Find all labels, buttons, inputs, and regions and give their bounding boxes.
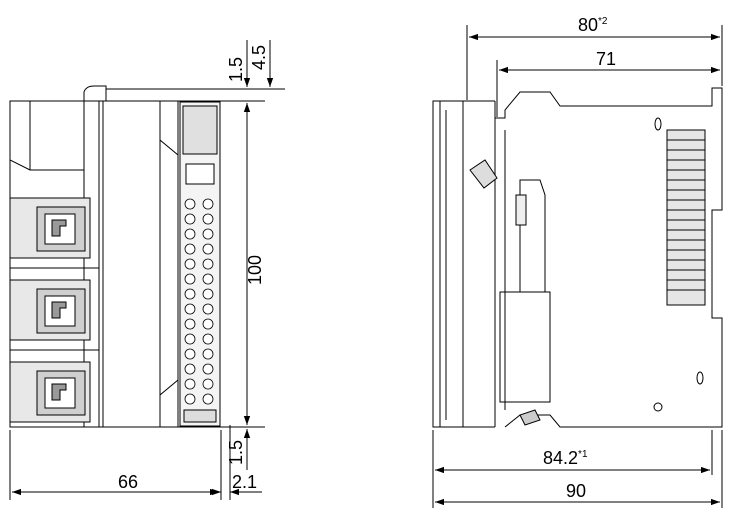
front-bottom-offset-label: 1.5 <box>226 440 246 465</box>
heat-sink-fins <box>666 129 706 306</box>
side-base-plate <box>432 100 464 428</box>
side-view <box>432 87 723 428</box>
side-top-inner-label: 71 <box>596 49 616 69</box>
top-latch <box>83 85 107 101</box>
side-top-overall-label: 80*2 <box>578 15 608 35</box>
connector-block-3 <box>9 361 91 423</box>
front-dimensions <box>9 40 285 500</box>
front-depth-label: 2.1 <box>232 472 257 492</box>
front-width-label: 66 <box>118 472 138 492</box>
side-bottom-overall-label: 90 <box>566 481 586 501</box>
front-height-label: 100 <box>245 255 265 285</box>
front-view <box>9 85 245 428</box>
side-module-outline <box>495 87 723 428</box>
side-bottom-inner-label: 84.2*1 <box>543 448 588 468</box>
terminal-column <box>179 101 221 427</box>
connector-block-1 <box>9 197 91 259</box>
connector-block-2 <box>9 279 91 341</box>
side-dimensions <box>432 25 723 508</box>
front-top-offset-b-label: 4.5 <box>249 45 269 70</box>
front-top-offset-a-label: 1.5 <box>226 57 246 82</box>
